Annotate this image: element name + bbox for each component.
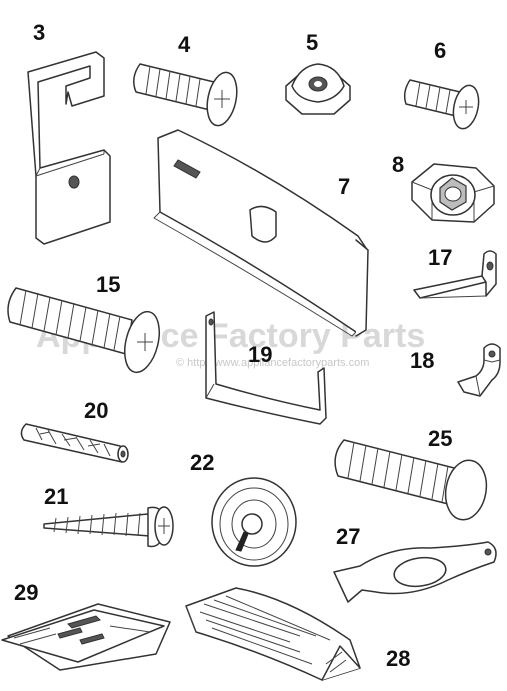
part-6-label: 6 <box>434 38 446 63</box>
part-3-hanger-bracket <box>27 51 111 245</box>
part-18-clip <box>457 343 501 397</box>
part-28-label: 28 <box>386 646 410 671</box>
part-7-label: 7 <box>338 174 350 199</box>
part-4-screw <box>133 63 238 127</box>
part-18-label: 18 <box>410 348 434 373</box>
part-19-u-strap <box>205 311 327 425</box>
part-25-large-screw <box>334 439 488 521</box>
part-29-instruction-sheets <box>1 603 171 671</box>
part-27-label: 27 <box>336 524 360 549</box>
part-17-label: 17 <box>428 245 452 270</box>
part-4-label: 4 <box>178 32 191 57</box>
part-20-label: 20 <box>84 398 108 423</box>
part-21-label: 21 <box>44 484 68 509</box>
part-6-screw <box>403 79 480 130</box>
part-25-label: 25 <box>428 426 452 451</box>
part-22-grommet <box>211 477 297 567</box>
part-7-mounting-plate <box>153 129 369 337</box>
part-21-wood-screw <box>43 506 174 548</box>
watermark-url: © http://www.appliancefactoryparts.com <box>176 357 369 369</box>
part-15-long-screw <box>7 287 160 374</box>
part-15-label: 15 <box>96 272 120 297</box>
part-8-label: 8 <box>392 152 404 177</box>
part-5-lock-nut <box>285 63 351 115</box>
part-27-flat-clamp <box>333 541 497 603</box>
part-19-label: 19 <box>248 342 272 367</box>
part-29-label: 29 <box>14 580 38 605</box>
part-8-hex-nut <box>411 163 495 223</box>
part-3-label: 3 <box>33 20 45 45</box>
part-5-label: 5 <box>306 30 318 55</box>
part-22-label: 22 <box>190 450 214 475</box>
part-28-shim-wedges <box>185 587 361 681</box>
part-20-wall-anchor <box>20 423 129 463</box>
part-17-angle-bracket <box>413 250 497 299</box>
